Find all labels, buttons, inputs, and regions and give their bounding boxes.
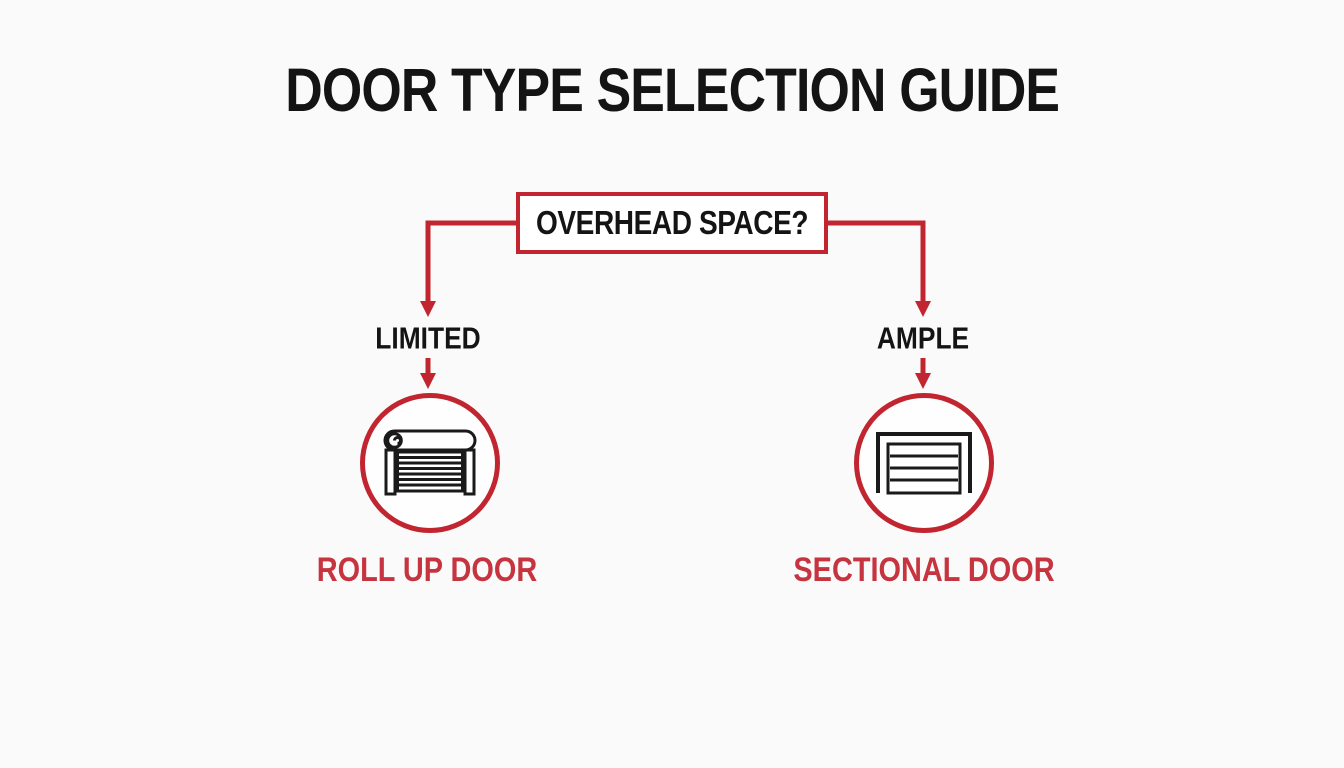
branch-label-ample: AMPLE <box>876 320 970 356</box>
left-branch-line <box>425 220 517 302</box>
right-branch-line <box>827 220 926 302</box>
result-label-sectional-door: SECTIONAL DOOR <box>793 551 1055 589</box>
sectional-door-node <box>854 393 994 533</box>
result-label-roll-up-door: ROLL UP DOOR <box>316 551 538 589</box>
sectional-door-icon <box>876 432 972 495</box>
left-branch-arrowhead-icon <box>420 301 436 317</box>
page-title: DOOR TYPE SELECTION GUIDE <box>0 60 1344 121</box>
left-small-arrowhead-icon <box>420 373 436 389</box>
page-title-text: DOOR TYPE SELECTION GUIDE <box>285 56 1060 124</box>
roll-up-door-icon <box>383 429 477 496</box>
right-branch-arrowhead-icon <box>915 301 931 317</box>
right-small-arrowhead-icon <box>915 373 931 389</box>
decision-box-label: OVERHEAD SPACE? <box>535 204 809 241</box>
branch-label-limited: LIMITED <box>375 320 481 356</box>
roll-up-door-node <box>360 393 500 533</box>
decision-box: OVERHEAD SPACE? <box>516 192 828 254</box>
